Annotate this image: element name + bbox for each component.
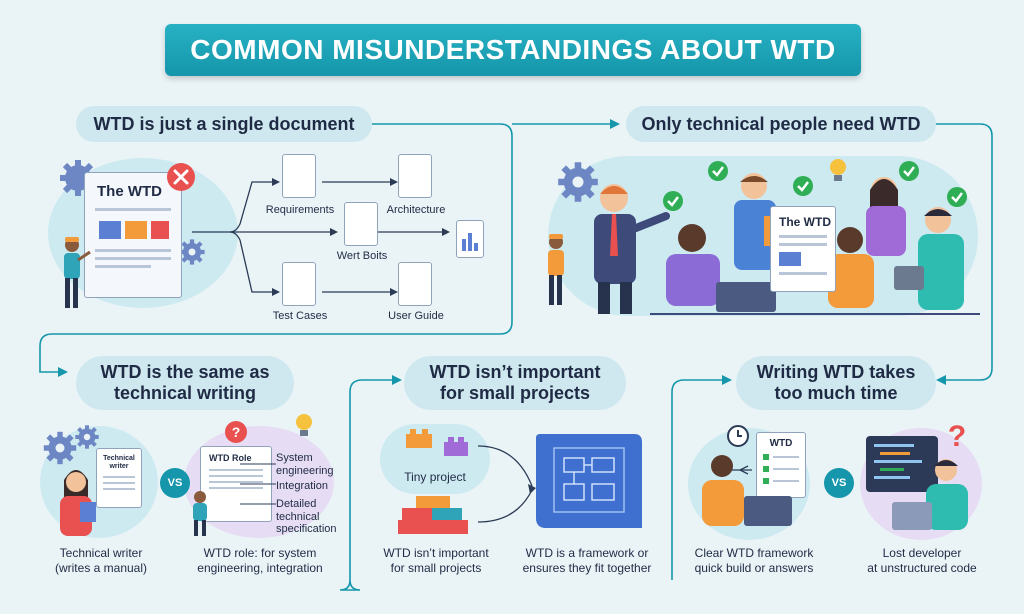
label-test-cases: Test Cases <box>272 310 328 322</box>
caption-framework: WTD is a framework or ensures they fit t… <box>522 546 652 575</box>
wtd-board: The WTD <box>770 206 836 292</box>
checkmark-icon <box>793 176 813 196</box>
gear-icon <box>75 425 99 449</box>
checkmark-icon <box>663 191 683 211</box>
checkmark-icon <box>899 161 919 181</box>
label-architecture: Architecture <box>386 204 446 216</box>
lego-bricks-stack <box>398 496 468 534</box>
close-icon <box>167 163 195 191</box>
doc-icon-architecture <box>398 154 432 198</box>
merge-arrows <box>477 445 536 523</box>
svg-text:?: ? <box>948 420 966 453</box>
clock-icon <box>727 425 749 447</box>
title-banner: COMMON MISUNDERSTANDINGS ABOUT WTD <box>165 24 861 76</box>
panel-small-projects-blob <box>380 424 490 494</box>
caption-lost-developer: Lost developer at unstructured code <box>867 546 977 575</box>
page-title: COMMON MISUNDERSTANDINGS ABOUT WTD <box>190 34 836 65</box>
role-item-system-engineering: System engineering <box>276 452 334 477</box>
panel-single-doc-heading: WTD is just a single document <box>76 106 372 142</box>
developer-figure <box>702 455 792 526</box>
label-wert-boits: Wert Boits <box>336 250 388 262</box>
branch-arrows <box>192 178 450 296</box>
role-item-detailed-spec: Detailed technical specification <box>276 498 337 536</box>
question-icon: ? <box>225 421 247 443</box>
caption-not-important: WTD isn’t important for small projects <box>383 546 489 575</box>
question-icon: ? <box>948 420 966 453</box>
caption-technical-writer: Technical writer (writes a manual) <box>54 546 148 575</box>
pointer-figure <box>193 491 207 536</box>
team-illustration <box>548 173 980 315</box>
checkmark-icon <box>947 187 967 207</box>
role-item-integration: Integration <box>276 480 328 492</box>
panel-tech-writing-heading: WTD is the same as technical writing <box>76 356 294 410</box>
wtd-document-title: The WTD <box>97 183 162 200</box>
role-connector-lines <box>240 463 276 505</box>
lost-developer-figure <box>892 459 968 530</box>
caption-clear-framework: Clear WTD framework quick build or answe… <box>694 546 814 575</box>
code-monitor <box>866 436 938 492</box>
person-figure <box>64 237 91 308</box>
doc-icon-test-cases <box>282 262 316 306</box>
label-user-guide: User Guide <box>388 310 444 322</box>
chart-doc-icon <box>456 220 484 258</box>
label-tiny-project: Tiny project <box>404 470 466 484</box>
vs-badge: VS <box>824 468 854 498</box>
lightbulb-icon <box>296 414 312 436</box>
panel-small-projects-heading: WTD isn’t important for small projects <box>404 356 626 410</box>
doc-icon-user-guide <box>398 262 432 306</box>
caption-wtd-role: WTD role: for system engineering, integr… <box>197 546 323 575</box>
wtd-board-title: The WTD <box>779 215 831 229</box>
doc-icon-wert-boits <box>344 202 378 246</box>
svg-text:?: ? <box>232 424 241 440</box>
panel-time-heading: Writing WTD takes too much time <box>736 356 936 410</box>
writer-figure <box>60 470 96 536</box>
gear-icon <box>43 431 77 465</box>
gear-icon <box>558 162 598 202</box>
checkmark-icon <box>708 161 728 181</box>
doc-icon-requirements <box>282 154 316 198</box>
panel-technical-people-heading: Only technical people need WTD <box>626 106 936 142</box>
wtd-document: The WTD <box>84 172 182 298</box>
lightbulb-icon <box>830 159 846 181</box>
lego-bricks-small <box>406 429 468 456</box>
gear-icon <box>179 239 205 265</box>
wtd-checklist-doc: WTD <box>756 432 806 498</box>
blueprint-scroll <box>536 434 642 528</box>
technical-writer-doc: Technical writer <box>96 448 142 508</box>
vs-badge: VS <box>160 468 190 498</box>
label-requirements: Requirements <box>265 204 335 216</box>
